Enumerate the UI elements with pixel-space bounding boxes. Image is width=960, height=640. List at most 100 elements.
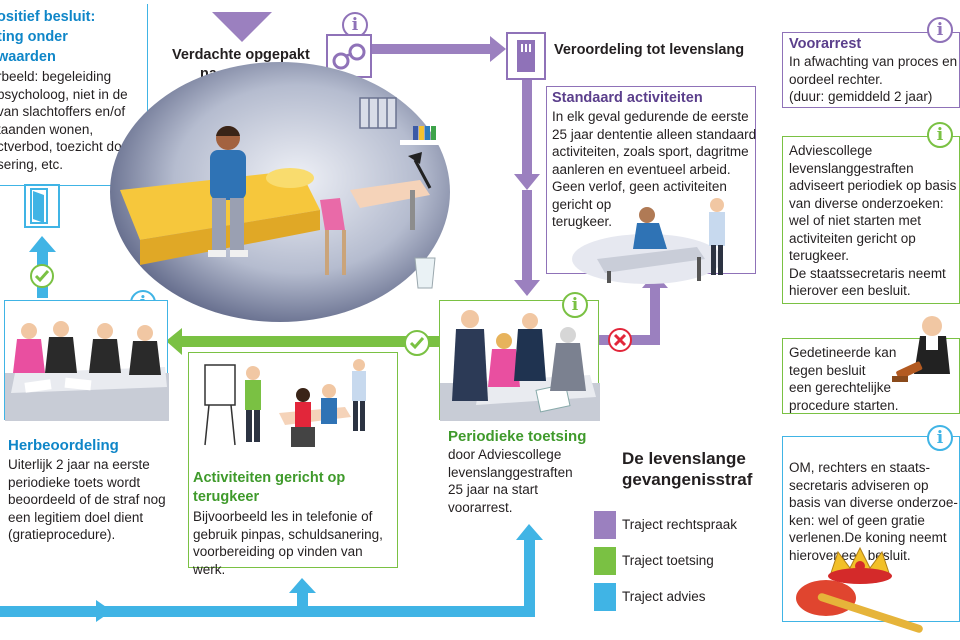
legend-swatch-review <box>594 547 616 575</box>
text-line: procedure starten. <box>789 397 899 413</box>
periodic-review-body: door Adviescollege levenslanggestraften … <box>448 446 608 516</box>
reintegration-activities-box: Activiteiten gericht op terugkeer Bijvoo… <box>188 352 398 577</box>
pretrial-title: Voorarrest <box>789 36 862 52</box>
sentence-label: Veroordeling tot levenslang <box>554 42 745 58</box>
prison-cell-illustration <box>110 62 450 322</box>
text-line: Geen verlof, geen activiteiten <box>552 179 727 194</box>
advisory-college-box: Adviescollege levenslanggestraften advis… <box>782 136 960 304</box>
text-line: activiteiten gericht op <box>789 230 916 246</box>
text-line: Adviescollege <box>789 143 873 158</box>
text-line: levenslanggestraften <box>789 160 914 176</box>
text-line: ctverbod, toezicht door <box>0 139 134 154</box>
text-line: voorbereiding op vinden van werk. <box>193 544 363 577</box>
text-line: van diverse onderzoeken: <box>789 195 944 211</box>
workshop-illustration <box>572 198 725 284</box>
conditional-release-title-2: ting onder <box>0 29 68 45</box>
text-line: hierover een besluit. <box>789 283 911 298</box>
text-line: van slachtoffers en/of <box>0 104 126 119</box>
info-icon[interactable]: i <box>927 17 953 43</box>
check-icon <box>30 264 54 288</box>
text-line: In elk geval gedurende de eerste <box>552 109 749 124</box>
text-line: levenslanggestraften <box>448 464 573 480</box>
legend-swatch-justice <box>594 511 616 539</box>
purple-arrow-sentence-to-standard <box>514 80 540 190</box>
conditional-release-body: rbeeld: begeleiding psycholoog, niet in … <box>0 68 147 173</box>
text-line: een legitiem doel dient <box>8 509 144 525</box>
info-icon[interactable]: i <box>927 425 953 451</box>
conditional-release-box: ositief besluit: ting onder waarden rbee… <box>0 4 148 186</box>
reintegration-title-1: Activiteiten gericht op <box>193 470 346 486</box>
text-line: Uiterlijk 2 jaar na eerste <box>8 457 150 472</box>
check-icon <box>404 330 430 356</box>
legend-label-advice: Traject advies <box>622 589 706 604</box>
main-title-2: gevangenisstraf <box>622 470 753 489</box>
text-line: rbeeld: begeleiding <box>0 69 112 84</box>
green-arrow-approved <box>166 328 440 355</box>
pretrial-body: In afwachting van proces en oordeel rech… <box>789 53 960 106</box>
prison-door-icon <box>506 32 546 80</box>
info-icon[interactable]: i <box>562 292 588 318</box>
text-line: 25 jaar dententie alleen standaard <box>552 126 757 142</box>
crown-scepter-icon <box>796 546 923 633</box>
legend-swatch-advice <box>594 583 616 611</box>
judges-illustration <box>5 321 169 421</box>
reintegration-body: Bijvoorbeeld les in telefonie of gebruik… <box>193 508 398 578</box>
reassessment-title: Herbeoordeling <box>8 437 119 454</box>
info-icon[interactable]: i <box>927 122 953 148</box>
text-line: ken: wel of geen gratie <box>789 512 925 528</box>
classroom-illustration <box>204 359 366 447</box>
text-line: terugkeer. <box>552 214 613 229</box>
text-line: In afwachting van proces en <box>789 54 958 69</box>
pardon-body: OM, rechters en staats- secretaris advis… <box>789 459 960 564</box>
purple-arrow-arrest-to-sentence <box>372 36 506 62</box>
text-line: activiteiten, zoals sport, dagritme <box>552 144 749 159</box>
text-line: gericht op <box>552 196 612 212</box>
text-line: (duur: gemiddeld 2 jaar) <box>789 89 933 104</box>
reintegration-title-2: terugkeer <box>193 489 260 505</box>
reassessment-photo <box>4 300 169 421</box>
text-line: gebruik pinpas, schuldsanering, <box>193 526 383 542</box>
text-line: psycholoog, niet in de <box>0 86 128 102</box>
standard-activities-body: In elk geval gedurende de eerste 25 jaar… <box>552 108 757 231</box>
advisory-college-body: Adviescollege levenslanggestraften advis… <box>789 142 960 300</box>
main-title-1: De levenslange <box>622 449 746 468</box>
legend-label-review: Traject toetsing <box>622 553 714 568</box>
judge-gavel-icon <box>892 316 950 382</box>
text-line: De staatssecretaris neemt <box>789 265 946 281</box>
text-line: terugkeer. <box>789 248 850 263</box>
conditional-release-title-3: waarden <box>0 49 56 65</box>
arrest-triangle-marker <box>212 12 272 42</box>
court-procedure-body: Gedetineerde kan tegen besluit een gerec… <box>789 344 909 414</box>
text-line: wel of niet starten met <box>789 213 922 228</box>
text-line: beoordeeld of de straf nog <box>8 492 166 507</box>
legend-label-justice: Traject rechtspraak <box>622 517 738 532</box>
cross-icon <box>608 328 632 352</box>
text-line: Bijvoorbeeld les in telefonie of <box>193 509 373 524</box>
text-line: OM, rechters en staats- <box>789 460 931 475</box>
text-line: een gerechtelijke <box>789 380 892 395</box>
meeting-illustration <box>440 310 600 421</box>
periodic-review-title: Periodieke toetsing <box>448 428 587 445</box>
text-line: verlenen.De koning neemt <box>789 530 947 545</box>
text-line: voorarrest. <box>448 499 513 515</box>
exit-door-icon <box>24 184 60 228</box>
text-line: basis van diverse onderzoe- <box>789 495 958 510</box>
text-line: taanden wonen, <box>0 121 94 137</box>
text-line: door Adviescollege <box>448 447 562 462</box>
arrest-label-1: Verdachte opgepakt <box>172 47 310 63</box>
purple-arrow-standard-to-periodic <box>514 190 540 296</box>
text-line: Gedetineerde kan <box>789 345 897 360</box>
text-line: 25 jaar na start <box>448 482 539 497</box>
text-line: (gratieprocedure). <box>8 527 116 542</box>
text-line: secretaris adviseren op <box>789 477 929 493</box>
blue-arrow-bottom-loop <box>0 524 543 622</box>
text-line: adviseert periodiek op basis <box>789 178 957 193</box>
standard-activities-title: Standaard activiteiten <box>552 90 703 106</box>
conditional-release-title-1: ositief besluit: <box>0 9 96 25</box>
text-line: aanleren en eventueel arbeid. <box>552 161 731 177</box>
text-line: oordeel rechter. <box>789 71 883 87</box>
standard-activities-box: Standaard activiteiten In elk geval gedu… <box>546 86 757 284</box>
reassessment-body: Uiterlijk 2 jaar na eerste periodieke to… <box>8 456 183 544</box>
text-line: tegen besluit <box>789 362 866 378</box>
pretrial-box: Voorarrest In afwachting van proces en o… <box>782 32 960 108</box>
